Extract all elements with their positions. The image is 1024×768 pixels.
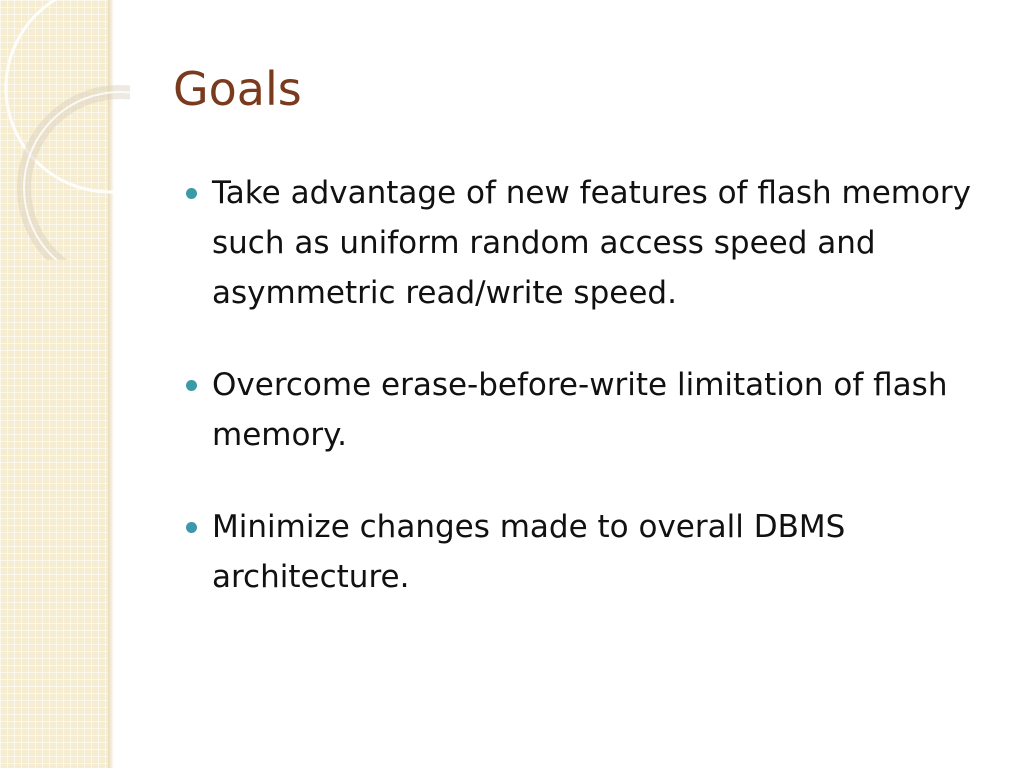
bullet-item: Overcome erase-before-write limitation o… <box>186 360 986 460</box>
bullet-text: Minimize changes made to overall DBMS ar… <box>212 509 846 595</box>
bullet-text: Take advantage of new features of flash … <box>212 175 972 311</box>
decorative-side-band <box>0 0 108 768</box>
bullet-item: Take advantage of new features of flash … <box>186 168 986 318</box>
bullet-text: Overcome erase-before-write limitation o… <box>212 367 948 453</box>
slide-title: Goals <box>173 62 302 116</box>
bullet-item: Minimize changes made to overall DBMS ar… <box>186 502 986 602</box>
decorative-circles <box>4 0 130 260</box>
bullet-dot-icon <box>186 188 197 199</box>
bullet-dot-icon <box>186 522 197 533</box>
side-band-edge <box>108 0 114 768</box>
bullet-dot-icon <box>186 380 197 391</box>
bullet-list: Take advantage of new features of flash … <box>186 168 986 644</box>
